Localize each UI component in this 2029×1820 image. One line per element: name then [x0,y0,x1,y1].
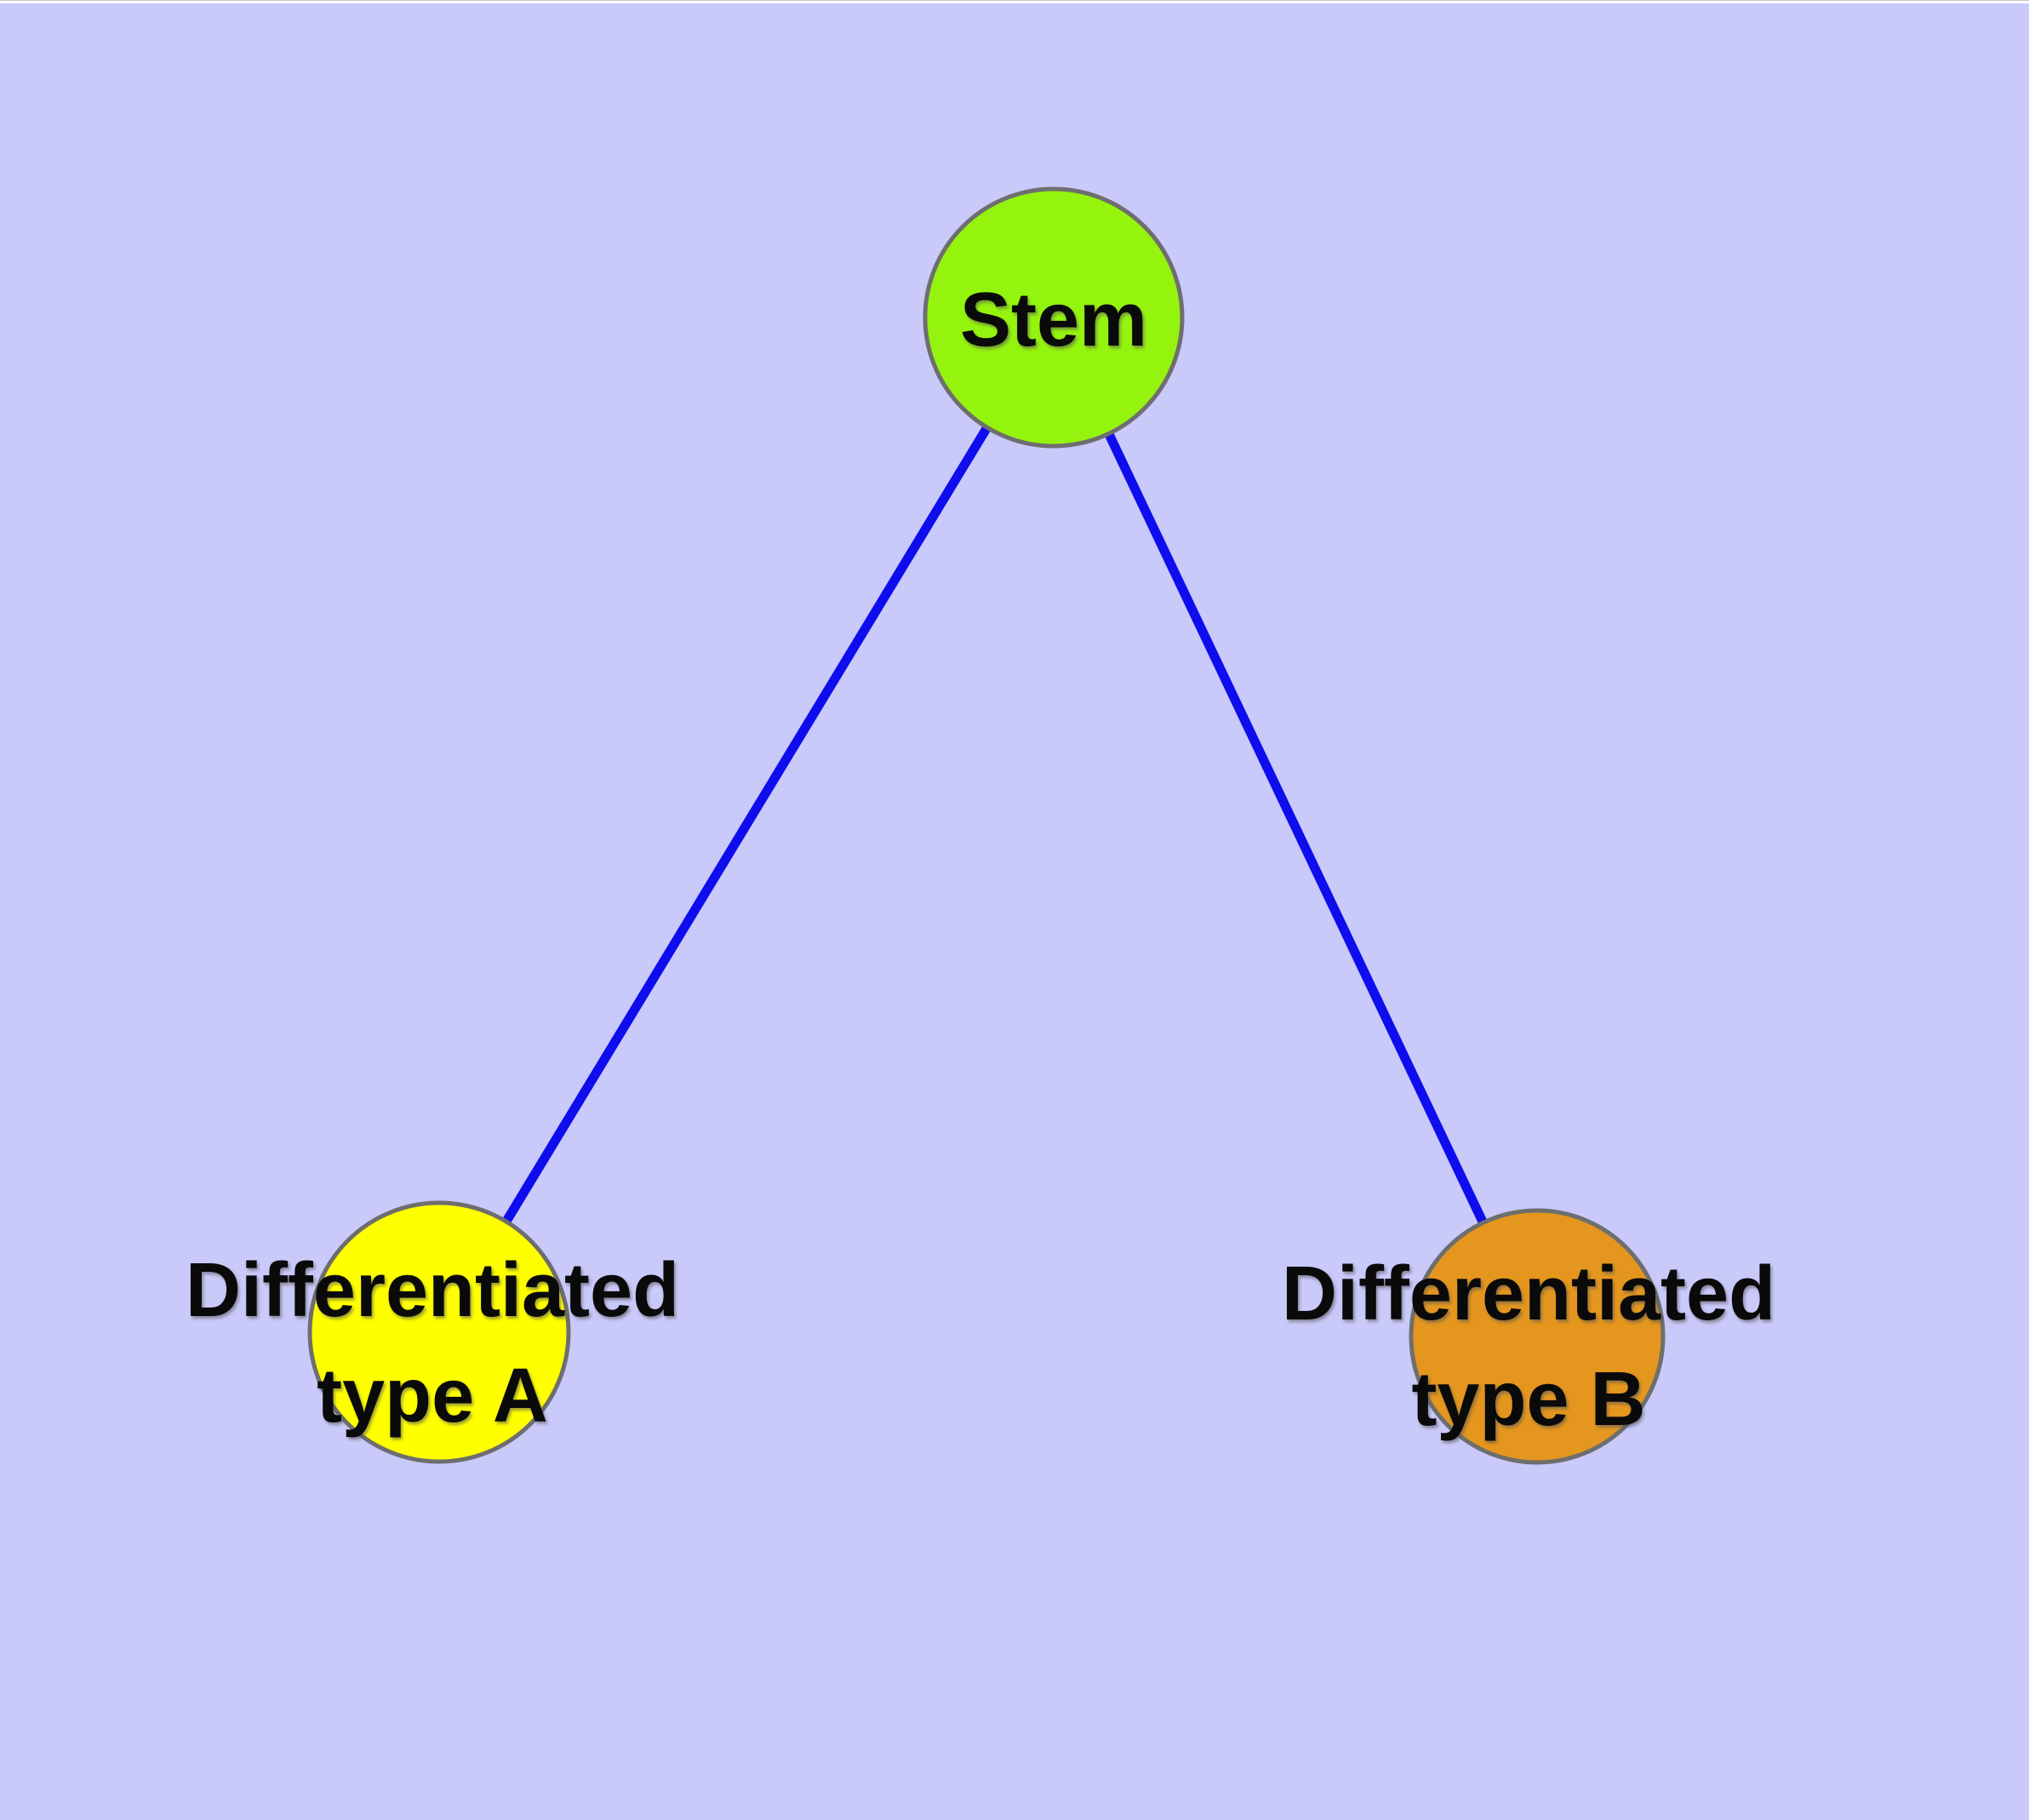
top-border-strip [0,0,2029,3]
node-circle-type-a [307,1200,571,1464]
node-circle-stem [923,186,1185,449]
edge-stem-to-type-b [1049,315,1541,1339]
edge-stem-to-type-a [435,315,1058,1335]
node-circle-type-b [1409,1208,1666,1465]
